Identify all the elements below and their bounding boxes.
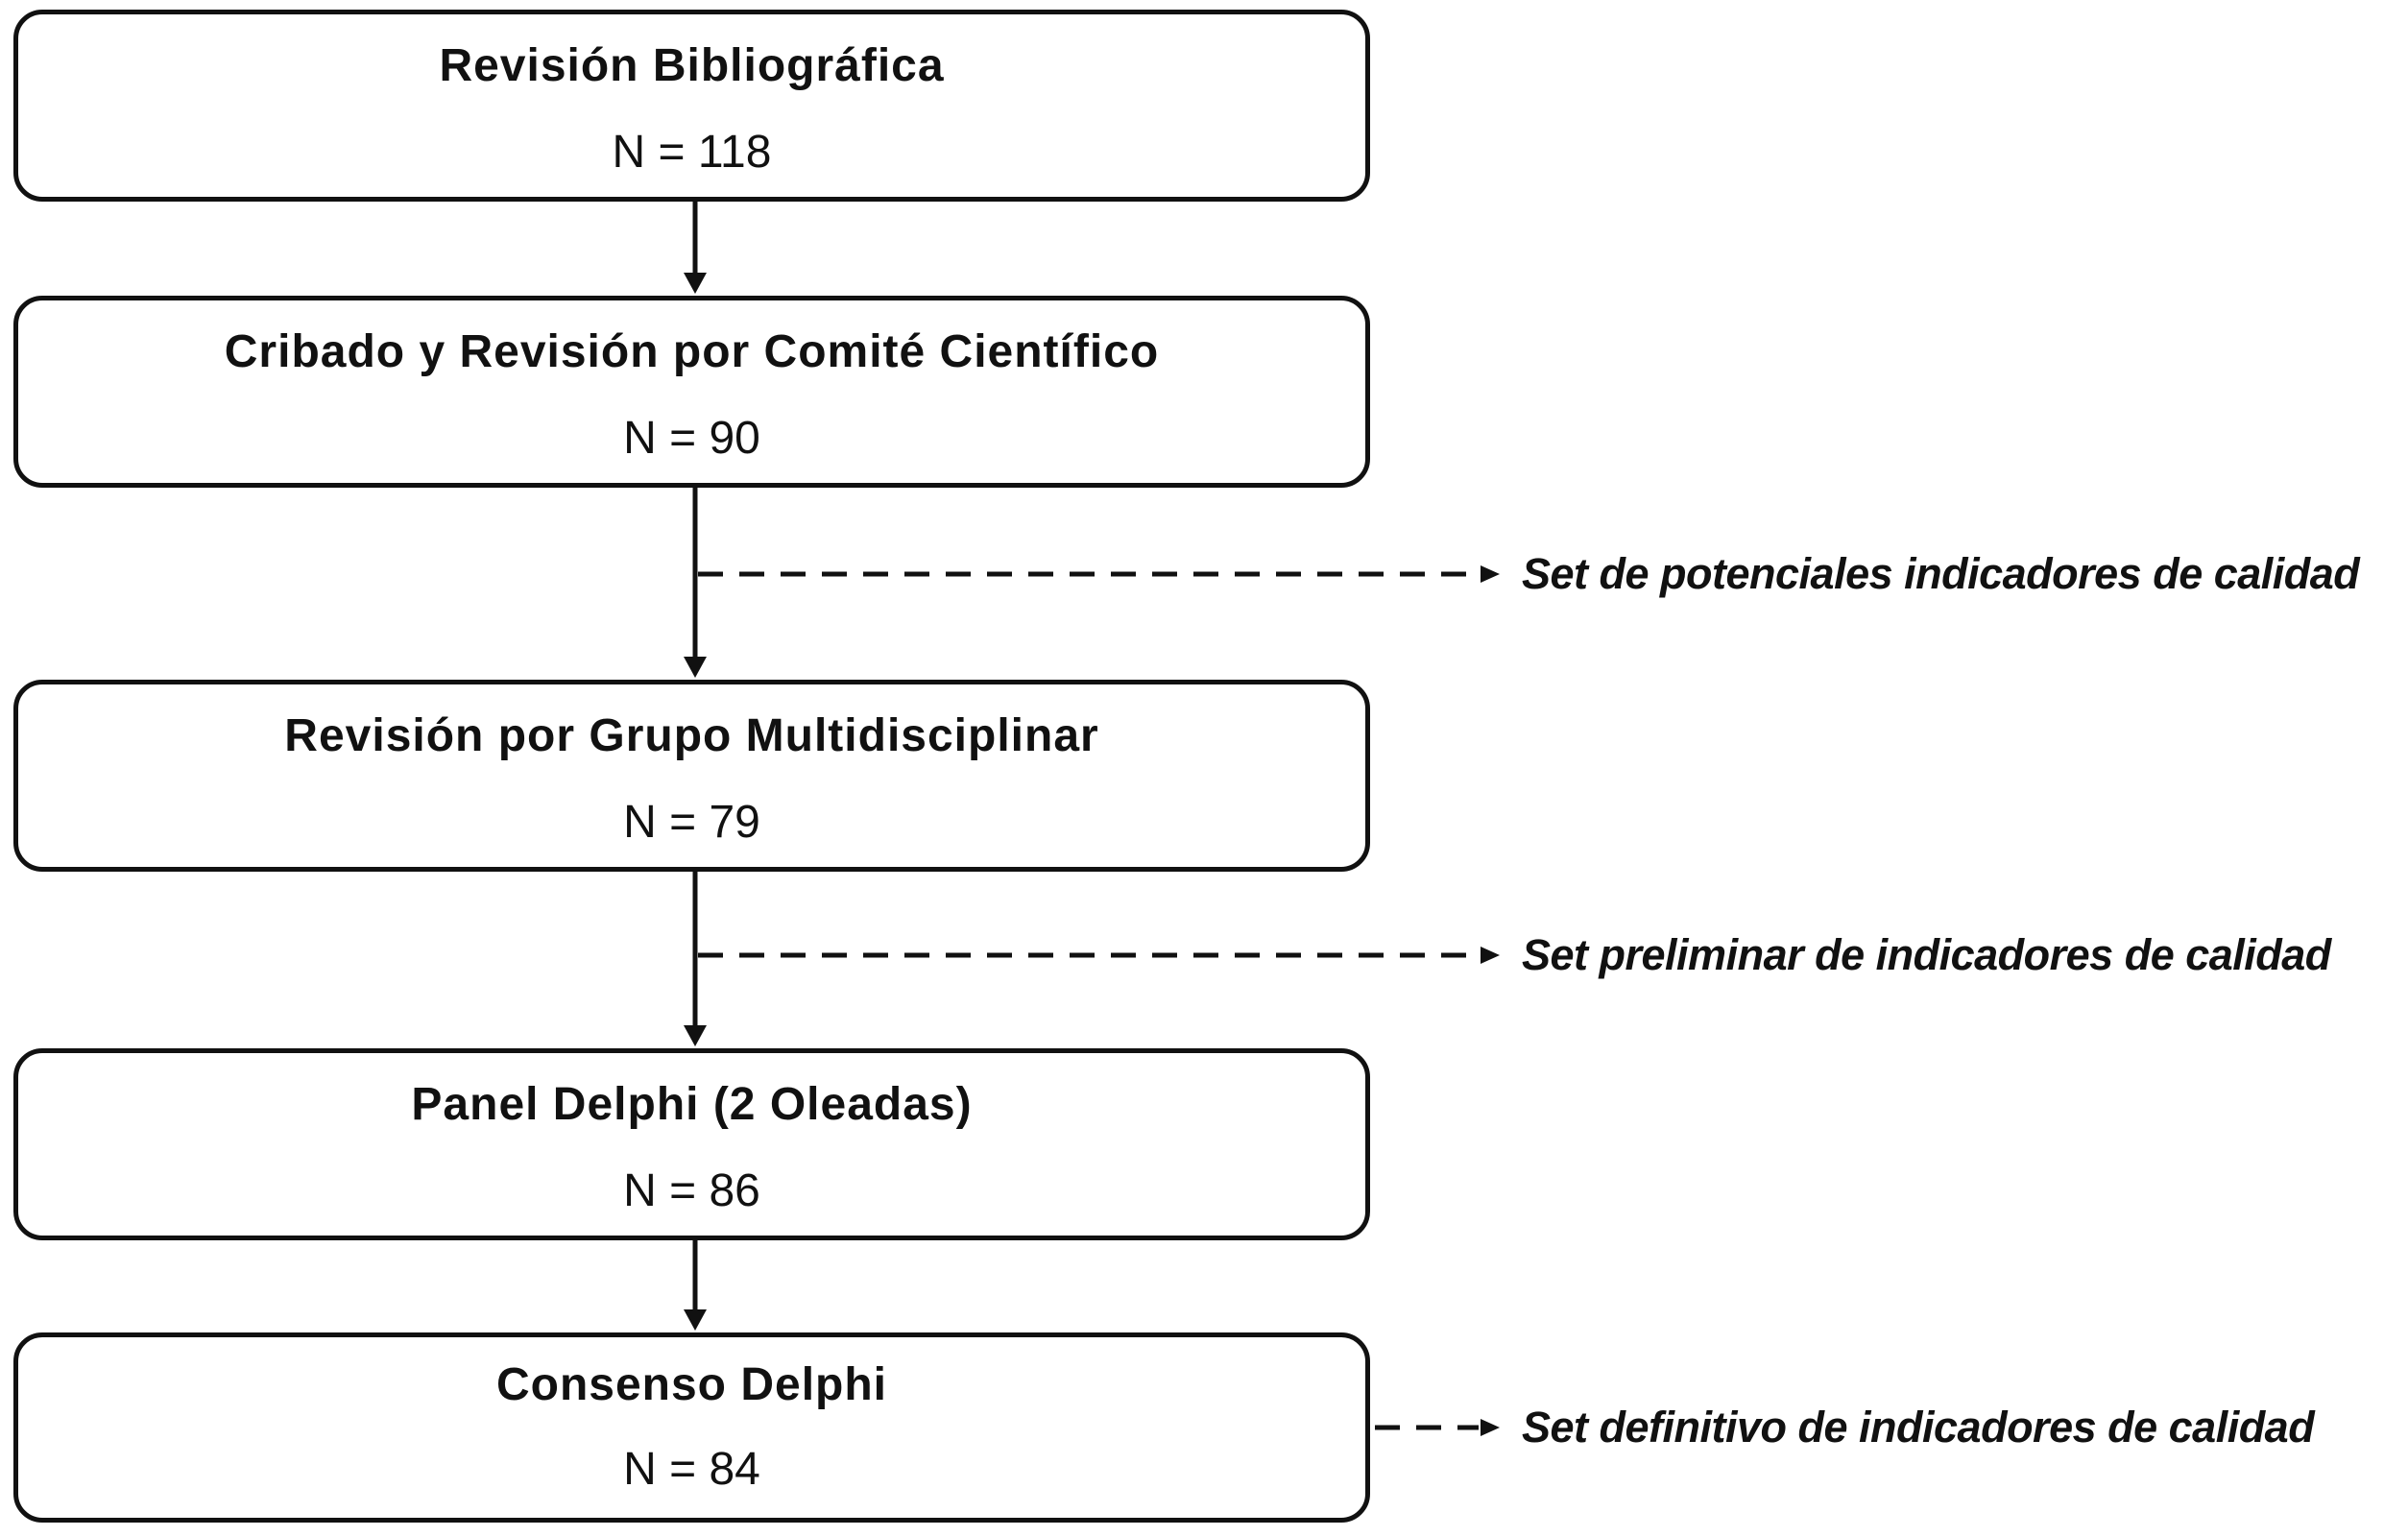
step-title: Revisión por Grupo Multidisciplinar: [284, 710, 1099, 761]
arrowhead-step1-to-step2: [684, 273, 707, 294]
step-box-delphi-consensus: Consenso Delphi N = 84: [13, 1332, 1370, 1523]
step-count: N = 79: [623, 797, 760, 848]
step-box-committee-screening: Cribado y Revisión por Comité Científico…: [13, 296, 1370, 488]
output-label-preliminary-set: Set preliminar de indicadores de calidad: [1522, 930, 2331, 979]
output-label-potential-set: Set de potenciales indicadores de calida…: [1522, 549, 2360, 598]
output-label-definitive-set: Set definitivo de indicadores de calidad: [1522, 1403, 2315, 1452]
arrowhead-step3-to-step4: [684, 1025, 707, 1046]
step-count: N = 86: [623, 1165, 760, 1216]
step-box-literature-review: Revisión Bibliográfica N = 118: [13, 10, 1370, 202]
step-count: N = 90: [623, 413, 760, 464]
step-box-delphi-panel: Panel Delphi (2 Oleadas) N = 86: [13, 1048, 1370, 1240]
arrowhead-potential-set: [1481, 565, 1500, 583]
step-title: Cribado y Revisión por Comité Científico: [224, 326, 1160, 377]
step-count: N = 84: [623, 1444, 760, 1495]
arrowhead-definitive-set: [1481, 1419, 1500, 1436]
step-title: Consenso Delphi: [495, 1359, 888, 1410]
step-count: N = 118: [612, 127, 772, 178]
step-title: Panel Delphi (2 Oleadas): [411, 1079, 973, 1130]
arrowhead-step2-to-step3: [684, 657, 707, 678]
arrowhead-preliminary-set: [1481, 947, 1500, 964]
step-title: Revisión Bibliográfica: [439, 40, 945, 91]
step-box-multidisciplinary-review: Revisión por Grupo Multidisciplinar N = …: [13, 680, 1370, 872]
arrowhead-step4-to-step5: [684, 1309, 707, 1331]
